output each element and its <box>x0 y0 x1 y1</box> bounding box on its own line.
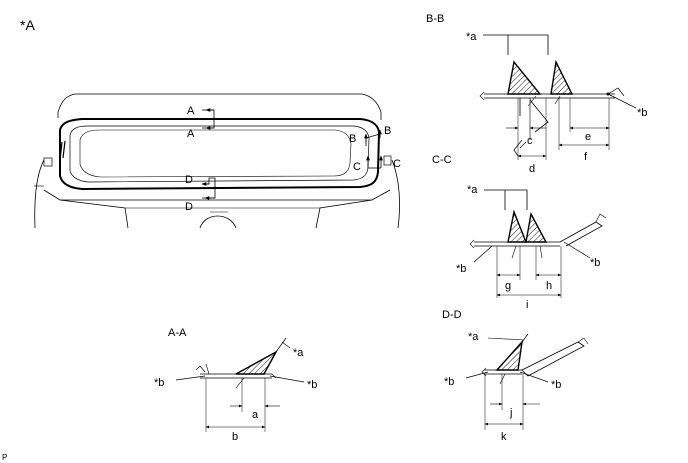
glass-outer-edge <box>59 118 381 191</box>
callout-b-dd-right: *b <box>551 379 561 391</box>
callout-b-cc-left: *b <box>456 263 466 275</box>
callout-a-dd: *a <box>468 331 479 343</box>
section-mark-c-left: C <box>353 161 361 173</box>
adhesive-bead-left <box>507 60 542 95</box>
dim-a: a <box>252 409 259 421</box>
dim-h: h <box>546 280 552 292</box>
section-aa-drawing <box>175 337 305 432</box>
section-mark-a-top: A <box>187 105 195 117</box>
section-cc-drawing <box>469 189 607 298</box>
callout-a-bb: *a <box>466 31 477 43</box>
dim-g: g <box>505 280 511 292</box>
vehicle-overview <box>34 93 400 229</box>
section-mark-a-bottom: A <box>187 128 195 140</box>
callout-a-cc: *a <box>467 184 478 196</box>
footer-code: P <box>2 453 7 462</box>
dim-d: d <box>529 163 535 175</box>
dim-b: b <box>232 431 238 443</box>
section-mark-b-left: B <box>349 133 356 145</box>
callout-b-aa-right: *b <box>307 379 317 391</box>
callout-b-bb: *b <box>637 107 647 119</box>
dim-j: j <box>509 407 512 419</box>
adhesive-bead-left <box>507 209 528 243</box>
dim-e: e <box>585 131 591 143</box>
glass-inner-edge <box>69 125 370 183</box>
callout-b-dd-left: *b <box>444 376 454 388</box>
section-title-dd: D-D <box>442 309 462 321</box>
section-cut-cc <box>366 155 383 169</box>
section-cut-bb <box>364 129 382 146</box>
adhesive-bead-right <box>525 211 548 243</box>
section-mark-c-right: C <box>393 158 401 170</box>
dim-k: k <box>501 431 507 443</box>
section-title-bb: B-B <box>426 13 444 25</box>
dim-c: c <box>527 135 533 147</box>
section-cut-dd <box>201 177 216 200</box>
section-mark-b-right: B <box>384 125 391 137</box>
dim-i: i <box>526 299 528 311</box>
adhesive-bead-right <box>550 59 574 95</box>
callout-a-aa: *a <box>293 347 304 359</box>
callout-b-aa-left: *b <box>154 377 164 389</box>
callout-b-cc-right: *b <box>590 257 600 269</box>
adhesive-bead <box>235 350 278 375</box>
section-title-aa: A-A <box>168 327 187 339</box>
section-cut-aa <box>202 108 215 130</box>
adhesive-bead <box>495 339 524 371</box>
section-mark-d-bottom: D <box>185 201 193 213</box>
section-dd-drawing <box>465 333 589 430</box>
section-mark-d-top: D <box>185 174 193 186</box>
section-bb-drawing <box>479 34 637 160</box>
figure-label: *A <box>20 17 35 33</box>
dim-f: f <box>584 151 588 163</box>
section-title-cc: C-C <box>432 154 452 166</box>
